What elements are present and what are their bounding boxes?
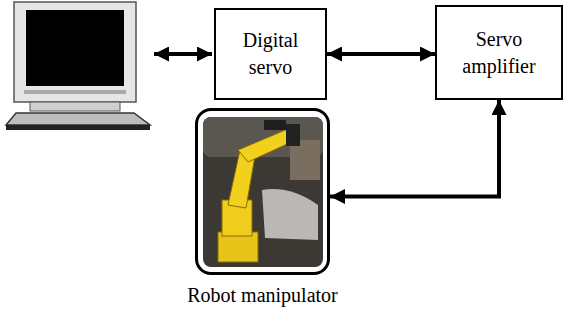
monitor-trim — [24, 90, 126, 94]
photo-frame: Robot manipulator — [195, 108, 330, 275]
keyboard-base — [6, 125, 150, 130]
computer-link-arrow — [154, 52, 212, 56]
box-label: Digital servo — [225, 27, 317, 81]
box-label: Servo amplifier — [453, 26, 545, 80]
process-box: Digital servo — [214, 8, 327, 100]
signal-arrow — [330, 100, 499, 197]
robot-photo — [203, 117, 323, 267]
robot-wrist — [286, 124, 300, 146]
photo-workpiece — [262, 189, 318, 240]
robot-motor — [264, 120, 286, 130]
monitor-case — [14, 2, 136, 102]
signal-arrow — [327, 52, 435, 56]
photo-background — [203, 117, 323, 267]
computer-icon — [6, 2, 150, 130]
process-box: Servo amplifier — [435, 5, 563, 100]
monitor-screen — [26, 10, 124, 86]
node-caption: Robot manipulator — [187, 282, 338, 309]
monitor-stand — [30, 102, 120, 111]
keyboard — [6, 113, 150, 125]
